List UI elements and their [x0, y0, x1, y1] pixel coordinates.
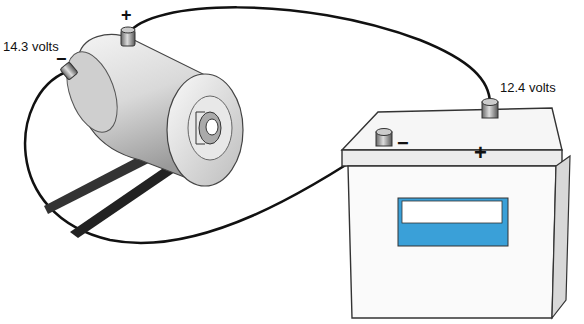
motor-hub — [188, 96, 232, 160]
battery-lid — [342, 108, 562, 150]
battery-case — [348, 166, 556, 318]
polarity-mark: − — [56, 50, 67, 68]
voltage-label: 14.3 volts — [3, 40, 59, 53]
pulley — [199, 112, 221, 144]
shaft — [206, 119, 218, 135]
motor-end-cap — [57, 45, 127, 139]
polarity-mark: − — [397, 133, 409, 153]
polarity-mark: + — [121, 6, 132, 24]
voltage-label: 12.4 volts — [500, 81, 556, 94]
polarity-mark: + — [474, 142, 487, 164]
motor-front-face — [167, 74, 243, 186]
battery-label — [398, 198, 508, 246]
